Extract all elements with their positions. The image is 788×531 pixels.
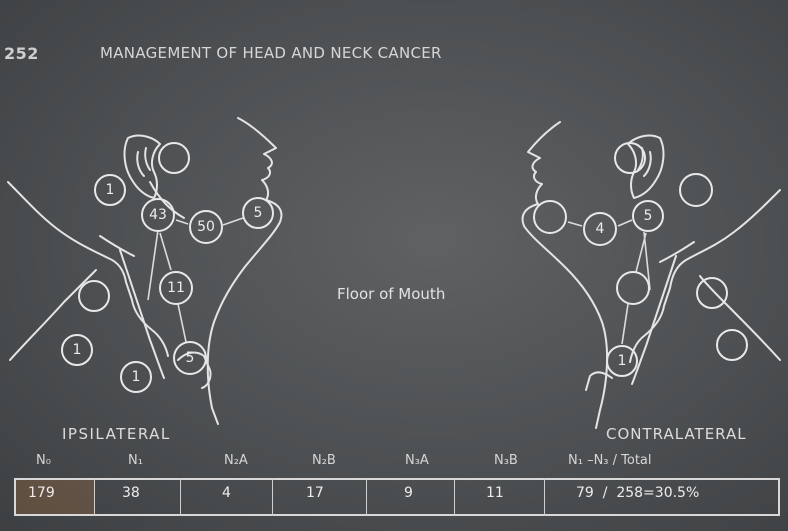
table-divider: [94, 478, 95, 516]
node-circle: 43: [142, 199, 174, 231]
node-circle: [717, 330, 747, 360]
ipsilateral-label: IPSILATERAL: [62, 425, 171, 443]
node-circle: 1: [95, 175, 125, 205]
table-cell: 17: [306, 485, 324, 501]
svg-text:43: 43: [149, 207, 167, 223]
node-circle: 4: [584, 213, 616, 245]
svg-text:4: 4: [596, 221, 605, 237]
contralateral-label: CONTRALATERAL: [606, 425, 747, 443]
table-divider: [180, 478, 181, 516]
table-divider: [544, 478, 545, 516]
node-circle: [617, 272, 649, 304]
table-divider: [366, 478, 367, 516]
svg-text:5: 5: [644, 208, 653, 224]
table-header: N₀: [36, 453, 51, 468]
table-header: N₁ –N₃ / Total: [568, 453, 652, 468]
node-circle: [680, 174, 712, 206]
table-cell: 38: [122, 485, 140, 501]
table-divider: [454, 478, 455, 516]
table-header: N₂A: [224, 453, 248, 468]
contralateral-nodes: 4 5 1: [534, 143, 747, 376]
node-connector-lines: [148, 218, 650, 344]
svg-text:5: 5: [186, 350, 195, 366]
svg-text:11: 11: [167, 280, 185, 296]
node-circle: 1: [607, 346, 637, 376]
node-circle: 1: [62, 335, 92, 365]
node-circle: 5: [633, 201, 663, 231]
table-header: N₂B: [312, 453, 336, 468]
svg-text:1: 1: [73, 342, 82, 358]
node-circle: 11: [160, 272, 192, 304]
table-cell: 79 / 258=30.5%: [576, 485, 699, 501]
table-cell: 11: [486, 485, 504, 501]
node-circle: 1: [121, 362, 151, 392]
svg-text:1: 1: [132, 369, 141, 385]
node-circle: [79, 281, 109, 311]
table-header: N₃A: [405, 453, 429, 468]
table-divider: [272, 478, 273, 516]
svg-text:5: 5: [254, 205, 263, 221]
table-cell: 4: [222, 485, 231, 501]
table-header: N₃B: [494, 453, 518, 468]
ipsilateral-head-outline: [8, 118, 281, 424]
node-circle: [697, 278, 727, 308]
contralateral-head-outline: [523, 122, 780, 428]
node-circle: 50: [190, 211, 222, 243]
svg-text:1: 1: [618, 353, 627, 369]
svg-text:1: 1: [106, 182, 115, 198]
node-circle: [159, 143, 189, 173]
table-cell: 9: [404, 485, 413, 501]
node-circle: 5: [243, 198, 273, 228]
table-cell: 179: [28, 485, 55, 501]
site-label: Floor of Mouth: [337, 285, 445, 303]
node-circle: [534, 201, 566, 233]
svg-text:50: 50: [197, 219, 215, 235]
table-header: N₁: [128, 453, 143, 468]
